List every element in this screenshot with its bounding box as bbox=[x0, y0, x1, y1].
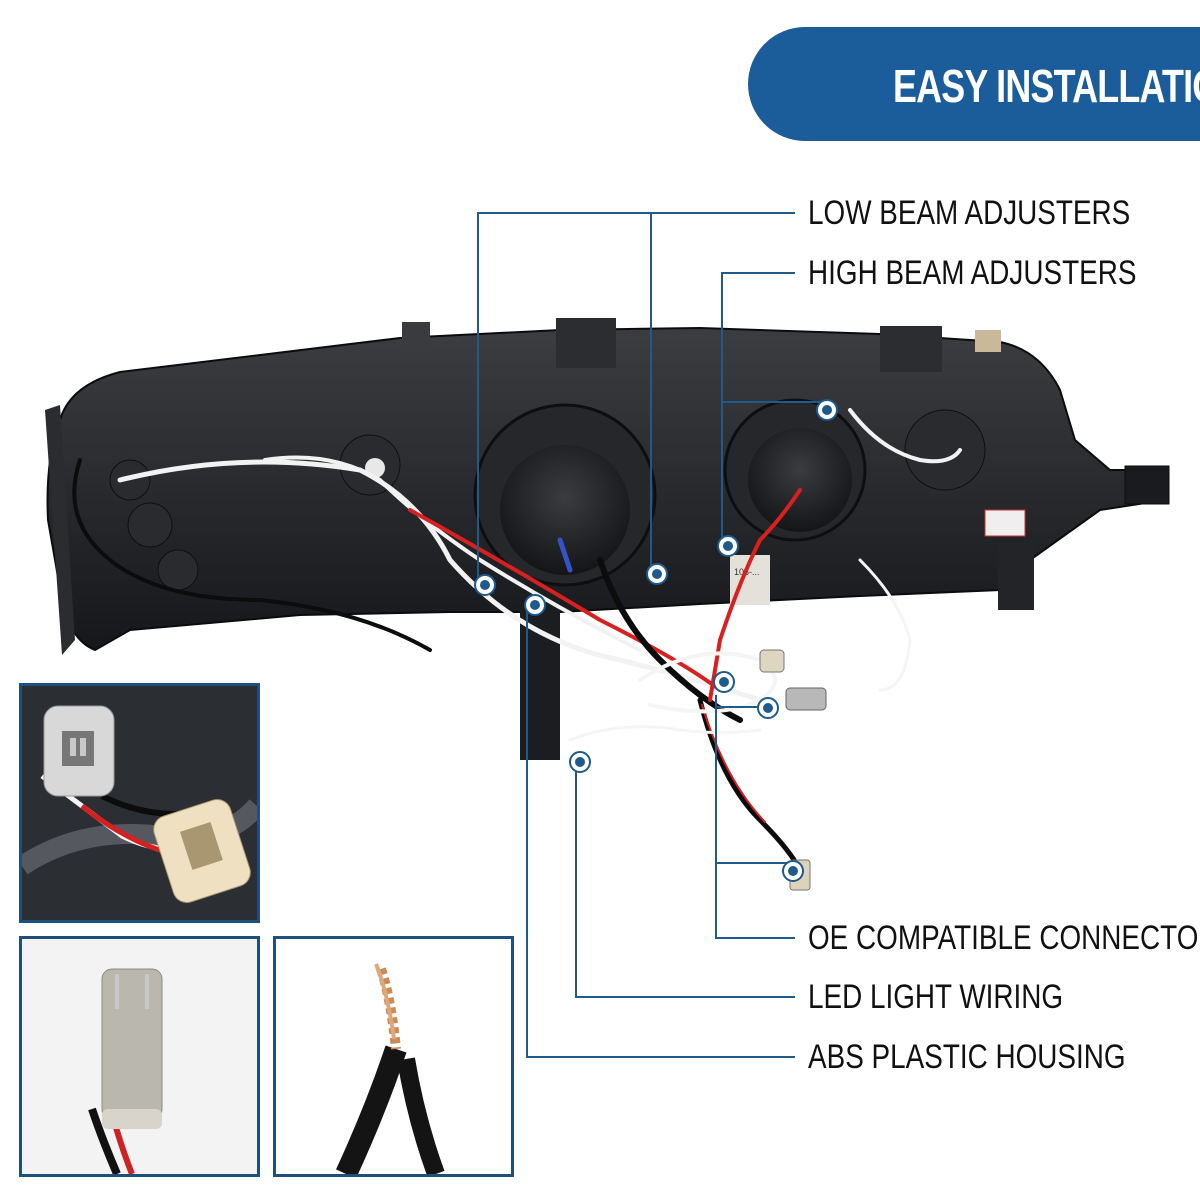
callout-markers bbox=[474, 399, 838, 882]
callout-oe-compatible-connectors: OE COMPATIBLE CONNECTORS bbox=[808, 919, 1200, 957]
callout-abs-plastic-housing: ABS PLASTIC HOUSING bbox=[808, 1038, 1126, 1076]
callout-low-beam-adjusters: LOW BEAM ADJUSTERS bbox=[808, 194, 1131, 232]
leader-high-beam bbox=[721, 272, 795, 548]
inset-wedge-bulb bbox=[19, 936, 260, 1177]
connector-closeup-image bbox=[22, 686, 257, 920]
banner bbox=[748, 27, 1200, 141]
callout-high-beam-adjusters: HIGH BEAM ADJUSTERS bbox=[808, 254, 1137, 292]
inset-connector-closeup bbox=[19, 683, 260, 923]
headlight-housing: 105-... bbox=[45, 318, 1170, 760]
leader-lines bbox=[477, 212, 826, 1058]
leader-oe-connectors bbox=[715, 695, 795, 939]
wire-splice-image bbox=[276, 939, 511, 1174]
wedge-bulb-image bbox=[22, 939, 257, 1174]
leader-led-wiring bbox=[575, 760, 795, 998]
callout-led-light-wiring: LED LIGHT WIRING bbox=[808, 978, 1064, 1016]
leader-abs-housing bbox=[526, 605, 795, 1058]
leader-low-beam bbox=[477, 212, 795, 582]
inset-wire-splice bbox=[273, 936, 514, 1177]
